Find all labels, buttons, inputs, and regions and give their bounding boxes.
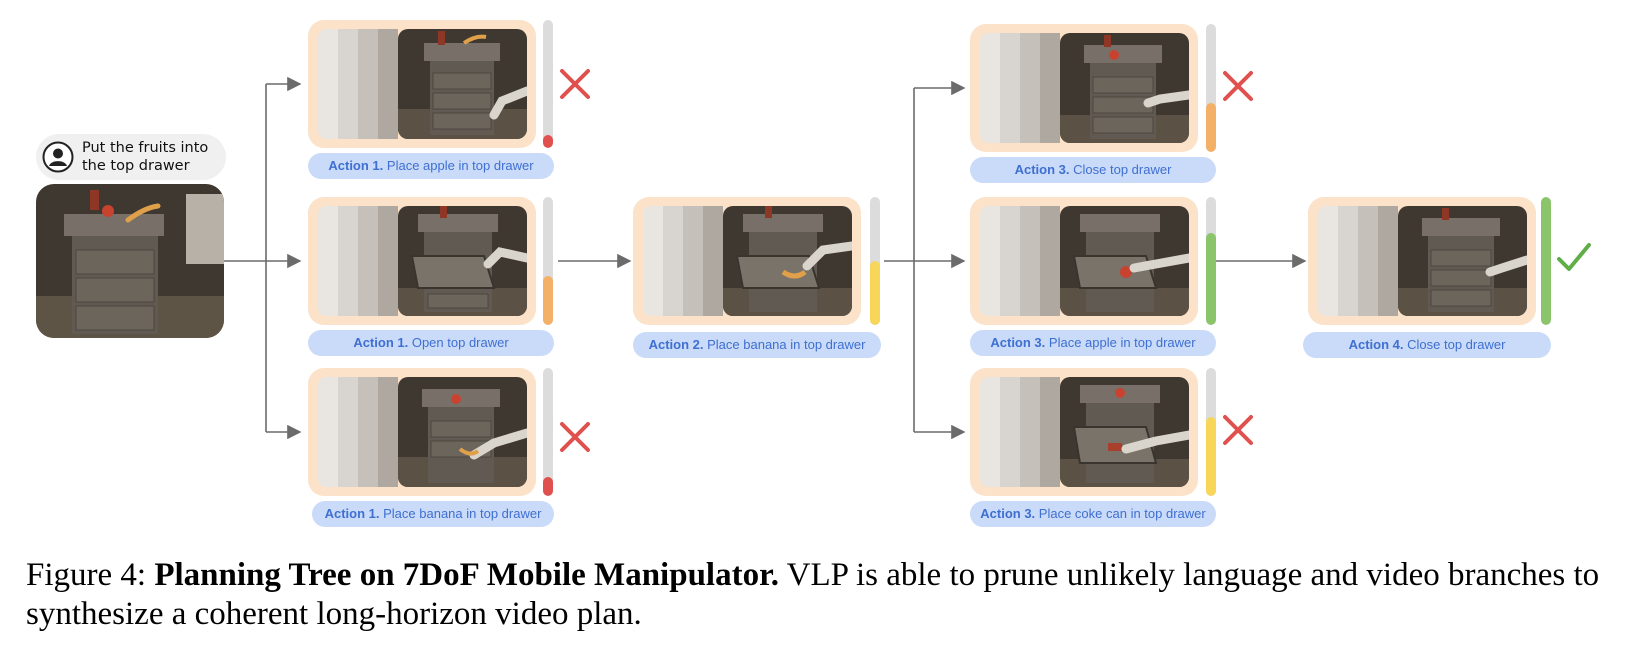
score-bar (870, 197, 880, 325)
video-frame (723, 206, 852, 316)
action-text: Place banana in top drawer (707, 337, 866, 352)
score-bar (1206, 197, 1216, 325)
cross-icon (560, 69, 590, 99)
action-text: Close top drawer (1073, 162, 1172, 177)
action-label: Action 1. Open top drawer (308, 330, 554, 356)
node-action2-place-banana (633, 197, 861, 325)
score-bar (1541, 197, 1551, 325)
task-prompt-text: Put the fruits into the top drawer (82, 140, 209, 174)
cross-icon (560, 422, 590, 452)
score-bar (543, 368, 553, 496)
figure-caption: Figure 4: Planning Tree on 7DoF Mobile M… (26, 556, 1616, 634)
node-action1-open-drawer (308, 197, 536, 325)
score-bar-fill (870, 261, 880, 325)
user-avatar-icon (42, 141, 74, 173)
action-label: Action 1. Place apple in top drawer (308, 153, 554, 179)
score-bar-fill (1206, 232, 1216, 325)
action-label: Action 2. Place banana in top drawer (633, 332, 881, 358)
node-action3-place-apple (970, 197, 1198, 325)
action-label: Action 3. Close top drawer (970, 157, 1216, 183)
action-text: Open top drawer (411, 335, 509, 350)
action-number: Action 1. (328, 158, 384, 173)
node-action1-place-banana (308, 368, 536, 496)
video-frame (398, 377, 527, 487)
node-action3-close-drawer (970, 24, 1198, 152)
video-frame (398, 206, 527, 316)
score-bar (1206, 24, 1216, 152)
action-text: Place coke can in top drawer (1038, 506, 1206, 521)
action-text: Close top drawer (1407, 337, 1506, 352)
action-number: Action 4. (1348, 337, 1404, 352)
action-number: Action 3. (1014, 162, 1070, 177)
video-frame (398, 29, 527, 139)
score-bar (1206, 368, 1216, 496)
check-icon (1557, 243, 1591, 271)
action-label: Action 3. Place coke can in top drawer (970, 501, 1216, 527)
score-bar-fill (543, 476, 553, 496)
score-bar-fill (543, 135, 553, 148)
video-frame (1060, 377, 1189, 487)
tree-arrows (224, 76, 1307, 440)
caption-body: VLP is able to prune unlikely language a… (26, 557, 1600, 632)
node-action1-place-apple (308, 20, 536, 148)
action-number: Action 2. (648, 337, 704, 352)
action-number: Action 1. (353, 335, 409, 350)
action-number: Action 3. (980, 506, 1036, 521)
video-frame (1060, 33, 1189, 143)
video-frame (1398, 206, 1527, 316)
action-label: Action 4. Close top drawer (1303, 332, 1551, 358)
action-text: Place apple in top drawer (1048, 335, 1196, 350)
cross-icon (1223, 71, 1253, 101)
action-text: Place banana in top drawer (383, 506, 542, 521)
action-number: Action 1. (324, 506, 380, 521)
action-label: Action 1. Place banana in top drawer (312, 501, 554, 527)
planning-tree-figure: Put the fruits into the top drawer Actio… (36, 20, 1591, 527)
task-prompt-bubble: Put the fruits into the top drawer (36, 134, 226, 180)
caption-title: Planning Tree on 7DoF Mobile Manipulator… (154, 557, 779, 593)
cross-icon (1223, 415, 1253, 445)
initial-observation-image (36, 184, 224, 338)
score-bar-fill (543, 276, 553, 325)
video-frame (1060, 206, 1189, 316)
node-action4-close-drawer (1308, 197, 1536, 325)
action-number: Action 3. (990, 335, 1046, 350)
action-label: Action 3. Place apple in top drawer (970, 330, 1216, 356)
caption-prefix: Figure 4: (26, 557, 155, 593)
score-bar-fill (1541, 197, 1551, 325)
score-bar-fill (1206, 416, 1216, 496)
score-bar (543, 197, 553, 325)
score-bar-fill (1206, 103, 1216, 152)
score-bar (543, 20, 553, 148)
action-text: Place apple in top drawer (386, 158, 534, 173)
node-action3-place-coke-can (970, 368, 1198, 496)
